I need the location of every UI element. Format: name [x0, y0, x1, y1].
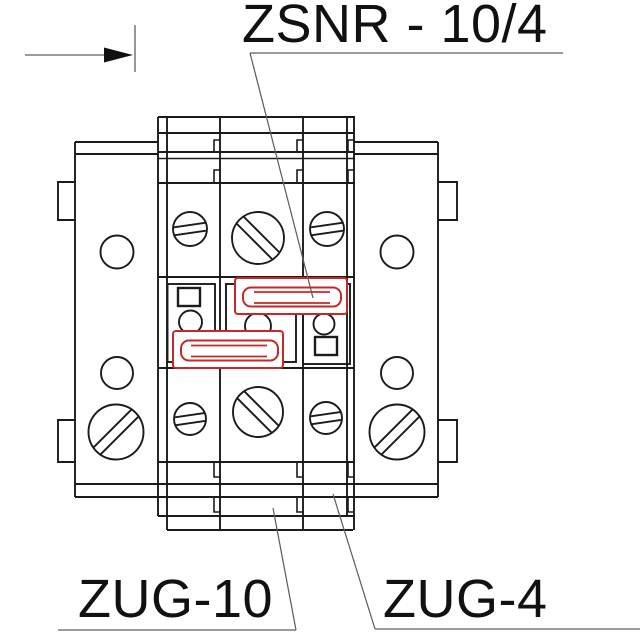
screw-small-lower-left: [173, 402, 207, 436]
zug10-callout: ZUG-10: [58, 507, 297, 631]
zug4-leader-line: [332, 493, 376, 630]
left-tab-upper: [57, 181, 75, 221]
terminal-module-assembly: [75, 116, 438, 531]
left-tab-lower: [57, 419, 75, 463]
zug10-label: ZUG-10: [78, 569, 273, 629]
screw-large-left-end: [87, 403, 145, 461]
screw-large-lower-center: [232, 386, 284, 438]
right-tab-upper: [438, 181, 458, 221]
zsnr-callout: ZSNR - 10/4: [242, 0, 563, 299]
screw-small-upper-left: [172, 211, 208, 247]
zug4-label: ZUG-4: [383, 569, 548, 629]
screw-large-upper-center: [231, 211, 285, 265]
zsnr-label: ZSNR - 10/4: [242, 0, 548, 54]
zug10-leader-line: [272, 507, 297, 631]
rail-latch-notches: [213, 139, 354, 513]
screw-large-right-end: [368, 403, 426, 461]
screw-small-upper-right: [309, 211, 345, 247]
right-tab-lower: [438, 419, 458, 463]
direction-arrow-icon: [25, 25, 136, 72]
zsnr-leader-line: [249, 52, 314, 299]
marker-tag-upper: [234, 277, 348, 315]
right-end-block: [354, 141, 458, 497]
screw-small-lower-right: [309, 401, 343, 435]
terminal-screws: [172, 211, 345, 438]
marker-tag-lower: [172, 330, 284, 369]
left-end-block: [57, 141, 158, 497]
zug4-callout: ZUG-4: [332, 493, 640, 630]
